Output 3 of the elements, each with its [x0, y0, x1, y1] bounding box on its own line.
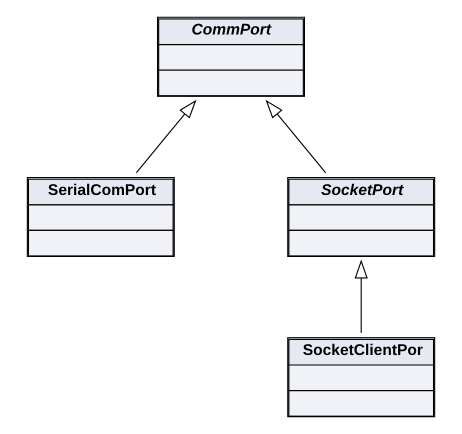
- arrow: [354, 260, 368, 333]
- arrow: [265, 100, 326, 174]
- arrow: [136, 100, 197, 174]
